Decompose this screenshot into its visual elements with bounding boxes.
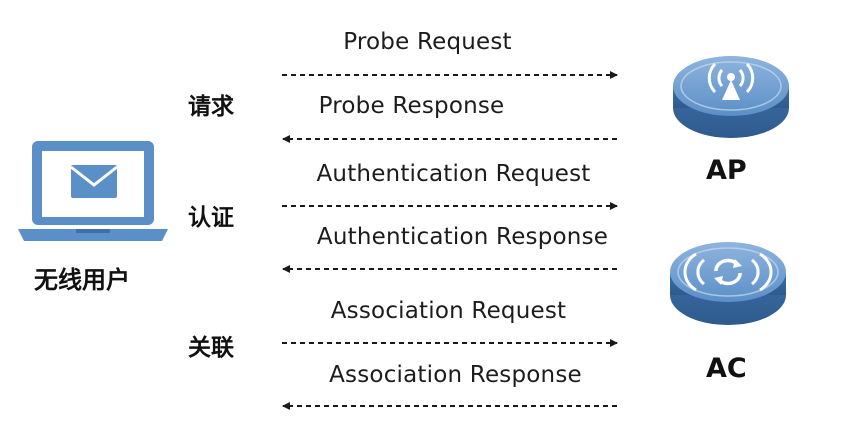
message-label-probe-request: Probe Request [343, 29, 512, 55]
message-label-authentication-request: Authentication Request [316, 161, 591, 187]
phase-label-authentication: 认证 [188, 205, 234, 231]
phase-label-association: 关联 [188, 335, 234, 361]
message-label-association-request: Association Request [330, 298, 567, 324]
message-label-probe-response: Probe Response [318, 93, 505, 119]
ac-label: AC [706, 353, 747, 384]
message-label-association-response: Association Response [329, 362, 582, 388]
phase-label-request: 请求 [188, 94, 234, 120]
message-label-authentication-response: Authentication Response [316, 224, 609, 250]
ap-label: AP [706, 155, 747, 186]
wireless-ap-icon [673, 56, 789, 138]
wireless-controller-icon [670, 242, 786, 325]
client-label: 无线用户 [34, 266, 130, 294]
laptop-mail-icon [18, 141, 168, 241]
